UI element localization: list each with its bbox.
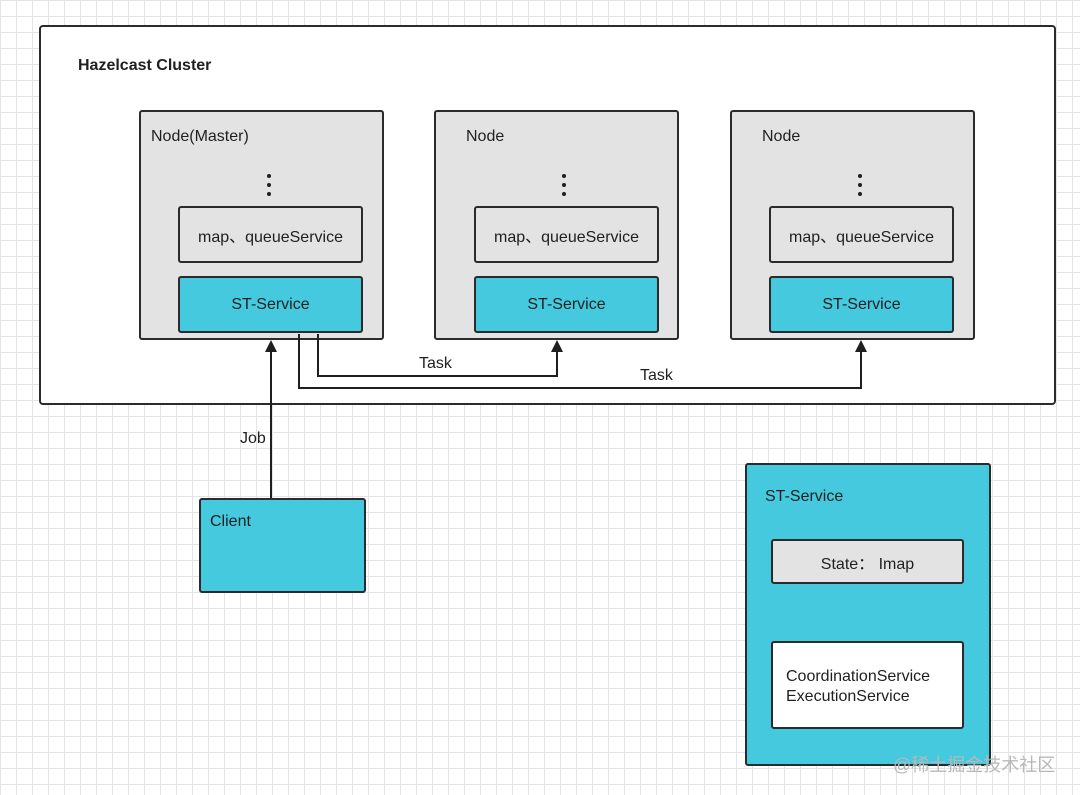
state-imap-box: State： Imap: [771, 539, 964, 584]
task-edge-node-2: [317, 334, 563, 377]
ellipsis-vertical-icon: [559, 174, 569, 201]
coordination-service-label: CoordinationService: [786, 668, 931, 685]
cluster-title: Hazelcast Cluster: [78, 57, 212, 74]
task-edge-node-3: [298, 334, 867, 389]
task-label-2: Task: [640, 367, 673, 384]
client-box: [199, 498, 366, 593]
st-service-detail-title: ST-Service: [765, 488, 844, 505]
node-master-map-queue-service: map、queueService: [178, 206, 363, 263]
client-label: Client: [210, 513, 251, 530]
node-2-st-service: ST-Service: [474, 276, 659, 333]
node-2-map-queue-service: map、queueService: [474, 206, 659, 263]
node-2-title: Node: [466, 128, 505, 145]
execution-service-label: ExecutionService: [786, 688, 910, 705]
node-master-title: Node(Master): [151, 128, 249, 145]
services-box: CoordinationService ExecutionService: [771, 641, 964, 729]
node-3-map-queue-service: map、queueService: [769, 206, 954, 263]
task-label-1: Task: [419, 355, 452, 372]
watermark: @稀土掘金技术社区: [893, 755, 1056, 775]
node-master-st-service: ST-Service: [178, 276, 363, 333]
node-3-st-service: ST-Service: [769, 276, 954, 333]
ellipsis-vertical-icon: [264, 174, 274, 201]
node-3-title: Node: [762, 128, 801, 145]
ellipsis-vertical-icon: [855, 174, 865, 201]
job-label: Job: [240, 430, 266, 447]
